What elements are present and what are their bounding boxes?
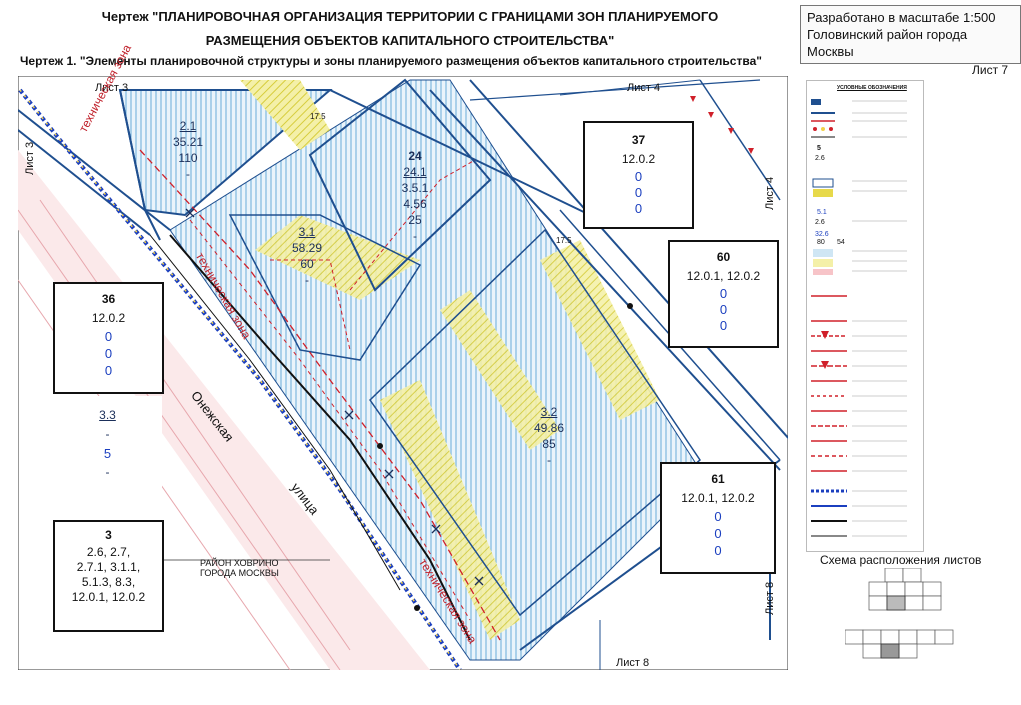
scheme-title: Схема расположения листов <box>820 553 982 567</box>
box-value: 0 <box>719 318 728 333</box>
box-number: 36 <box>101 292 116 306</box>
zone-value: 110 <box>178 151 198 165</box>
zone-extra: - <box>105 465 110 479</box>
infobox-37: 37 12.0.2 0 0 0 <box>583 121 694 229</box>
zone-area: 58.29 <box>291 241 323 255</box>
box-code: 12.0.2 <box>91 311 126 325</box>
infobox-61: 61 12.0.1, 12.0.2 0 0 0 <box>660 462 776 574</box>
sheet-ref-left: Лист 3 <box>24 141 36 175</box>
box-code: 12.0.1, 12.0.2 <box>681 491 755 505</box>
infobox-36: 36 12.0.2 0 0 0 <box>53 282 164 394</box>
box-code: 2.6, 2.7, 2.7.1, 3.1.1, 5.1.3, 8.3, 12.0… <box>71 545 146 604</box>
zone-id: 2.1 <box>179 119 197 133</box>
box-value: 0 <box>714 509 722 524</box>
box-value: 0 <box>719 302 728 317</box>
box-number: 60 <box>716 250 731 264</box>
zone-area: 4.56 <box>403 197 427 211</box>
box-value: 0 <box>634 169 643 184</box>
zone-label-24: 24 24.1 3.5.1 4.56 25 - <box>390 148 440 244</box>
title-line-2: РАЗМЕЩЕНИЯ ОБЪЕКТОВ КАПИТАЛЬНОГО СТРОИТЕ… <box>205 33 615 48</box>
box-value: 0 <box>634 185 643 200</box>
zone-value: 85 <box>542 437 556 451</box>
legend-num-1: 5 <box>817 145 821 152</box>
legend-num-3: 5.1 <box>817 209 827 216</box>
box-value: 0 <box>104 346 113 361</box>
zone-value: 5 <box>103 446 112 461</box>
scale-text: Разработано в масштабе 1:500 <box>807 10 996 25</box>
sheet-scheme <box>845 568 954 659</box>
box-code: 12.0.1, 12.0.2 <box>686 269 761 283</box>
box-code: 12.0.2 <box>621 152 656 166</box>
district-label: РАЙОН ХОВРИНО ГОРОДА МОСКВЫ <box>200 558 279 578</box>
legend-num-6: 80 <box>817 239 825 246</box>
legend-num-7: 54 <box>837 239 845 246</box>
sheet-ref-right-top: Лист 4 <box>764 176 776 210</box>
zone-area: - <box>105 427 110 441</box>
zone-area: 49.86 <box>533 421 565 435</box>
district-text: Головинский район города Москвы <box>807 27 968 59</box>
zone-id: 3.3 <box>99 408 116 422</box>
box-value: 0 <box>104 329 113 344</box>
zone-outline-32 <box>369 228 701 617</box>
zone-extra: - <box>305 273 309 287</box>
box-value: 0 <box>719 286 728 301</box>
box-value: 0 <box>714 543 722 558</box>
title-line-1: Чертеж "ПЛАНИРОВОЧНАЯ ОРГАНИЗАЦИЯ ТЕРРИТ… <box>101 9 719 24</box>
box-number: 37 <box>631 133 646 147</box>
infobox-60: 60 12.0.1, 12.0.2 0 0 0 <box>668 240 779 348</box>
legend-num-4: 2.6 <box>815 219 825 226</box>
zone-extra: - <box>547 453 551 467</box>
infobox-3: 3 2.6, 2.7, 2.7.1, 3.1.1, 5.1.3, 8.3, 12… <box>53 520 164 632</box>
box-value: 0 <box>104 363 113 378</box>
legend-heading: УСЛОВНЫЕ ОБОЗНАЧЕНИЯ <box>837 85 907 91</box>
zone-label-21: 2.1 35.21 110 - <box>163 118 213 182</box>
zone-code: 3.5.1 <box>401 181 429 195</box>
red-line <box>139 149 501 641</box>
dimension-label-2: 17.5 <box>556 236 572 245</box>
zone-id: 3.2 <box>540 405 558 419</box>
zone-number: 24 <box>408 149 422 163</box>
sheet-number: Лист 7 <box>972 63 1009 77</box>
zone-area: 35.21 <box>172 135 204 149</box>
legend-panel: УСЛОВНЫЕ ОБОЗНАЧЕНИЯ <box>806 80 924 552</box>
zone-label-32: 3.2 49.86 85 - <box>524 404 574 468</box>
zone-label-31: 3.1 58.29 60 - <box>282 224 332 288</box>
zone-outline-24 <box>308 78 492 292</box>
infobox-33: 3.3 - 5 - <box>53 396 162 500</box>
legend-num-5: 32.6 <box>815 231 829 238</box>
sheet-ref-right-bottom: Лист 8 <box>764 581 776 615</box>
zone-id: 3.1 <box>298 225 316 239</box>
subtitle: Чертеж 1. "Элементы планировочной структ… <box>20 54 762 68</box>
sheet-ref-top-left: Лист 3 <box>95 82 129 94</box>
box-value: 0 <box>714 526 722 541</box>
box-number: 3 <box>105 528 112 542</box>
zone-value: 60 <box>300 257 314 271</box>
zone-id: 24.1 <box>403 165 427 179</box>
box-value: 0 <box>634 201 643 216</box>
sheet-ref-bottom: Лист 8 <box>616 657 650 669</box>
sheet-ref-top-right: Лист 4 <box>627 82 661 94</box>
legend-num-2: 2.6 <box>815 155 825 162</box>
zone-extra: - <box>186 167 190 181</box>
legend-symbols <box>811 99 907 537</box>
zone-extra: - <box>413 229 417 243</box>
scale-box: Разработано в масштабе 1:500 Головинский… <box>800 5 1021 64</box>
box-number: 61 <box>711 472 725 486</box>
zone-outline-31 <box>228 214 422 361</box>
zone-value: 25 <box>408 213 422 227</box>
dimension-label-1: 17.5 <box>310 112 326 121</box>
